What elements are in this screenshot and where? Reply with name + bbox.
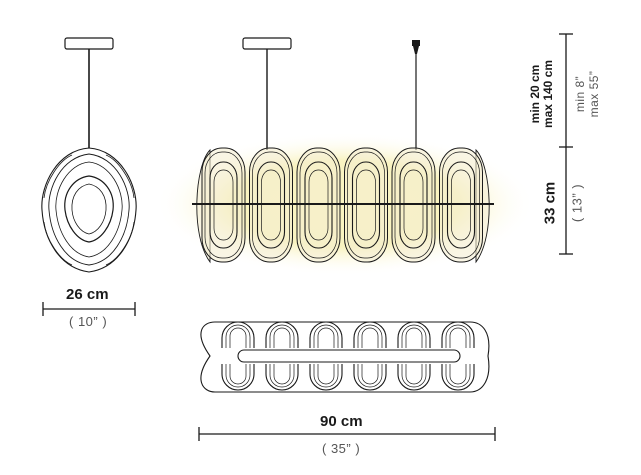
suspension-max-in-label: max 55”: [587, 70, 601, 118]
suspension-min-cm-label: min 20 cm: [528, 64, 542, 124]
top-view-arch-lower: [353, 364, 387, 391]
top-view-arch-upper: [397, 321, 431, 348]
top-view-arch-upper: [441, 321, 475, 348]
top-view-center-rod: [237, 349, 461, 363]
suspension-max-cm-label: max 140 cm: [541, 59, 555, 129]
top-view-arch-lower: [441, 364, 475, 391]
suspension-min-in-label: min 8”: [573, 75, 587, 113]
top-view-arch-lower: [265, 364, 299, 391]
length-cm-label: 90 cm: [320, 413, 363, 430]
height-cm-label: 33 cm: [541, 181, 559, 225]
top-view: [200, 321, 490, 393]
cable-connector: [412, 40, 420, 54]
front-ceiling-canopy: [242, 37, 292, 50]
top-view-arch-upper: [309, 321, 343, 348]
front-view: [155, 37, 535, 276]
side-lamp-body: [41, 147, 137, 273]
length-dimension: [198, 427, 496, 441]
top-view-outline: [200, 321, 490, 393]
top-view-arch-upper: [265, 321, 299, 348]
side-ceiling-canopy: [64, 37, 114, 50]
top-view-arch-upper: [221, 321, 255, 348]
side-width-in-label: ( 10” ): [69, 314, 108, 329]
height-in-label: ( 13” ): [569, 183, 585, 223]
side-width-cm-label: 26 cm: [66, 286, 109, 303]
top-view-arch-upper: [353, 321, 387, 348]
side-width-dimension: [42, 302, 136, 316]
height-dimension: [559, 33, 573, 255]
top-view-arch-lower: [397, 364, 431, 391]
side-view: [41, 37, 137, 273]
top-view-arch-lower: [221, 364, 255, 391]
top-view-arch-lower: [309, 364, 343, 391]
length-in-label: ( 35” ): [322, 441, 361, 456]
